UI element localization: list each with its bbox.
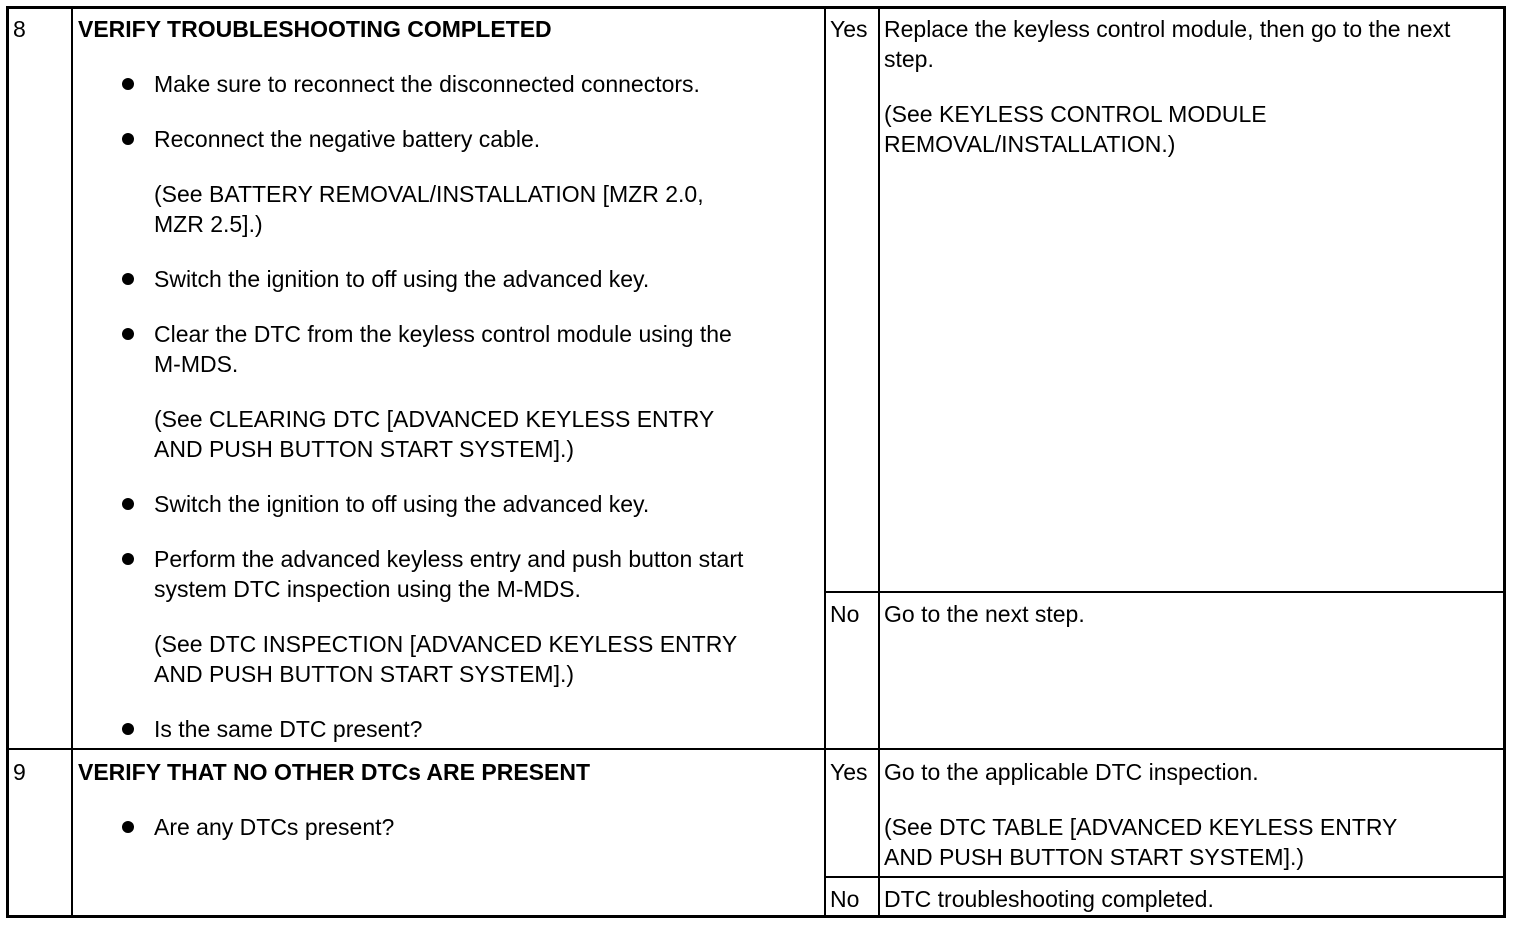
- step-number: 8: [13, 16, 26, 42]
- row-divider: [9, 748, 1503, 750]
- bullet-icon: [122, 723, 134, 735]
- item-text: Perform the advanced keyless entry and p…: [154, 546, 744, 602]
- reference-note: (See DTC INSPECTION [ADVANCED KEYLESS EN…: [154, 631, 738, 687]
- bullet-icon: [122, 133, 134, 145]
- row-divider: [824, 591, 1503, 593]
- list-item: Are any DTCs present?: [122, 812, 814, 842]
- no-label: No: [830, 886, 860, 912]
- list-item: Switch the ignition to off using the adv…: [122, 264, 814, 294]
- yes-label: Yes: [830, 759, 868, 785]
- item-text: Clear the DTC from the keyless control m…: [154, 321, 732, 377]
- column-divider: [878, 9, 880, 915]
- item-text: Make sure to reconnect the disconnected …: [154, 71, 700, 97]
- yes-action: Go to the applicable DTC inspection.: [884, 759, 1259, 785]
- step-number: 9: [13, 759, 26, 785]
- item-text: Is the same DTC present?: [154, 716, 423, 742]
- list-item: Clear the DTC from the keyless control m…: [122, 319, 814, 379]
- row-divider: [824, 876, 1503, 878]
- bullet-icon: [122, 78, 134, 90]
- bullet-icon: [122, 553, 134, 565]
- step-title: VERIFY TROUBLESHOOTING COMPLETED: [78, 16, 552, 42]
- no-label: No: [830, 601, 860, 627]
- list-item: Perform the advanced keyless entry and p…: [122, 544, 814, 604]
- bullet-icon: [122, 273, 134, 285]
- bullet-icon: [122, 328, 134, 340]
- item-text: Switch the ignition to off using the adv…: [154, 491, 650, 517]
- list-item: Is the same DTC present?: [122, 714, 814, 744]
- item-text: Reconnect the negative battery cable.: [154, 126, 541, 152]
- reference-note: (See BATTERY REMOVAL/INSTALLATION [MZR 2…: [154, 181, 704, 237]
- yes-reference-note: (See DTC TABLE [ADVANCED KEYLESS ENTRY A…: [884, 814, 1398, 870]
- column-divider: [824, 9, 826, 915]
- no-action: DTC troubleshooting completed.: [884, 886, 1214, 912]
- yes-label: Yes: [830, 16, 868, 42]
- list-item: Switch the ignition to off using the adv…: [122, 489, 814, 519]
- item-text: Are any DTCs present?: [154, 814, 395, 840]
- step-title: VERIFY THAT NO OTHER DTCs ARE PRESENT: [78, 759, 591, 785]
- no-action: Go to the next step.: [884, 601, 1085, 627]
- list-item: Reconnect the negative battery cable.: [122, 124, 814, 154]
- reference-note: (See CLEARING DTC [ADVANCED KEYLESS ENTR…: [154, 406, 715, 462]
- list-item: Make sure to reconnect the disconnected …: [122, 69, 814, 99]
- item-text: Switch the ignition to off using the adv…: [154, 266, 650, 292]
- bullet-icon: [122, 498, 134, 510]
- troubleshooting-table: 8 VERIFY TROUBLESHOOTING COMPLETED Make …: [6, 6, 1506, 918]
- bullet-icon: [122, 821, 134, 833]
- yes-action: Replace the keyless control module, then…: [884, 16, 1451, 72]
- column-divider: [71, 9, 73, 915]
- yes-reference-note: (See KEYLESS CONTROL MODULE REMOVAL/INST…: [884, 101, 1267, 157]
